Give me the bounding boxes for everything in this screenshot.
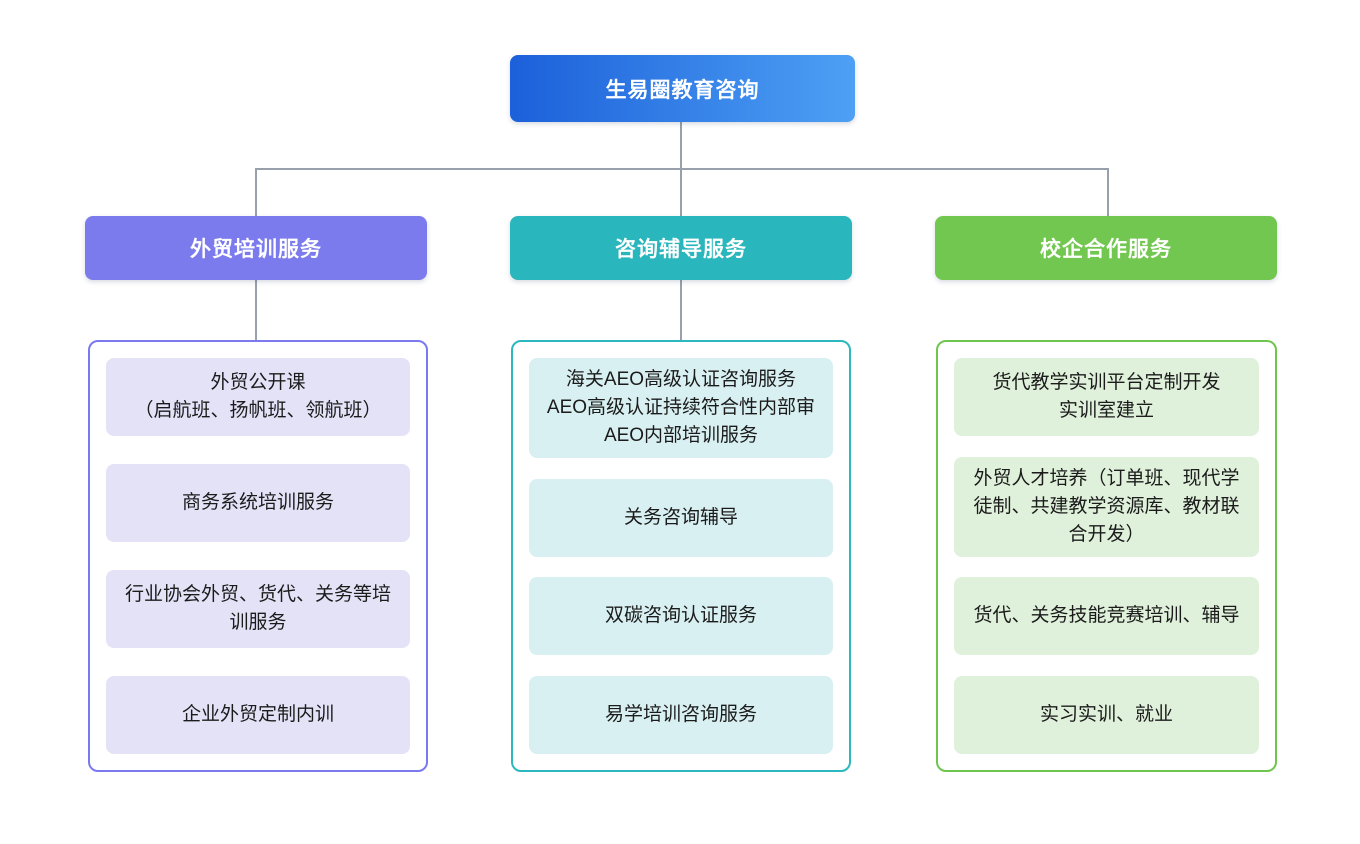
connector-left-branch-vertical [255, 168, 257, 216]
service-item: 关务咨询辅导 [529, 478, 833, 557]
service-item: 行业协会外贸、货代、关务等培训服务 [106, 570, 410, 648]
service-item: 货代教学实训平台定制开发实训室建立 [954, 358, 1259, 436]
service-item: 双碳咨询认证服务 [529, 577, 833, 656]
service-item: 易学培训咨询服务 [529, 675, 833, 754]
branch-header-foreign-trade-training: 外贸培训服务 [85, 216, 427, 280]
root-node: 生易圈教育咨询 [510, 55, 855, 122]
connector-middle-branch-vertical [680, 168, 682, 216]
connector-root-vertical [680, 122, 682, 169]
branch-header-school-enterprise-cooperation: 校企合作服务 [935, 216, 1277, 280]
connector-horizontal [255, 168, 1109, 170]
branch-header-consulting-coaching: 咨询辅导服务 [510, 216, 852, 280]
branch-panel-school-enterprise-cooperation: 货代教学实训平台定制开发实训室建立 外贸人才培养（订单班、现代学徒制、共建教学资… [936, 340, 1277, 772]
branch-panel-foreign-trade-training: 外贸公开课（启航班、扬帆班、领航班） 商务系统培训服务 行业协会外贸、货代、关务… [88, 340, 428, 772]
connector-left-header-to-panel [255, 280, 257, 340]
service-item: 外贸人才培养（订单班、现代学徒制、共建教学资源库、教材联合开发） [954, 456, 1259, 557]
service-item: 货代、关务技能竞赛培训、辅导 [954, 577, 1259, 656]
connector-middle-header-to-panel [680, 280, 682, 340]
service-item: 实习实训、就业 [954, 675, 1259, 754]
service-item: 外贸公开课（启航班、扬帆班、领航班） [106, 358, 410, 436]
service-item: 企业外贸定制内训 [106, 676, 410, 754]
connector-right-branch-vertical [1107, 168, 1109, 216]
service-item: 商务系统培训服务 [106, 464, 410, 542]
